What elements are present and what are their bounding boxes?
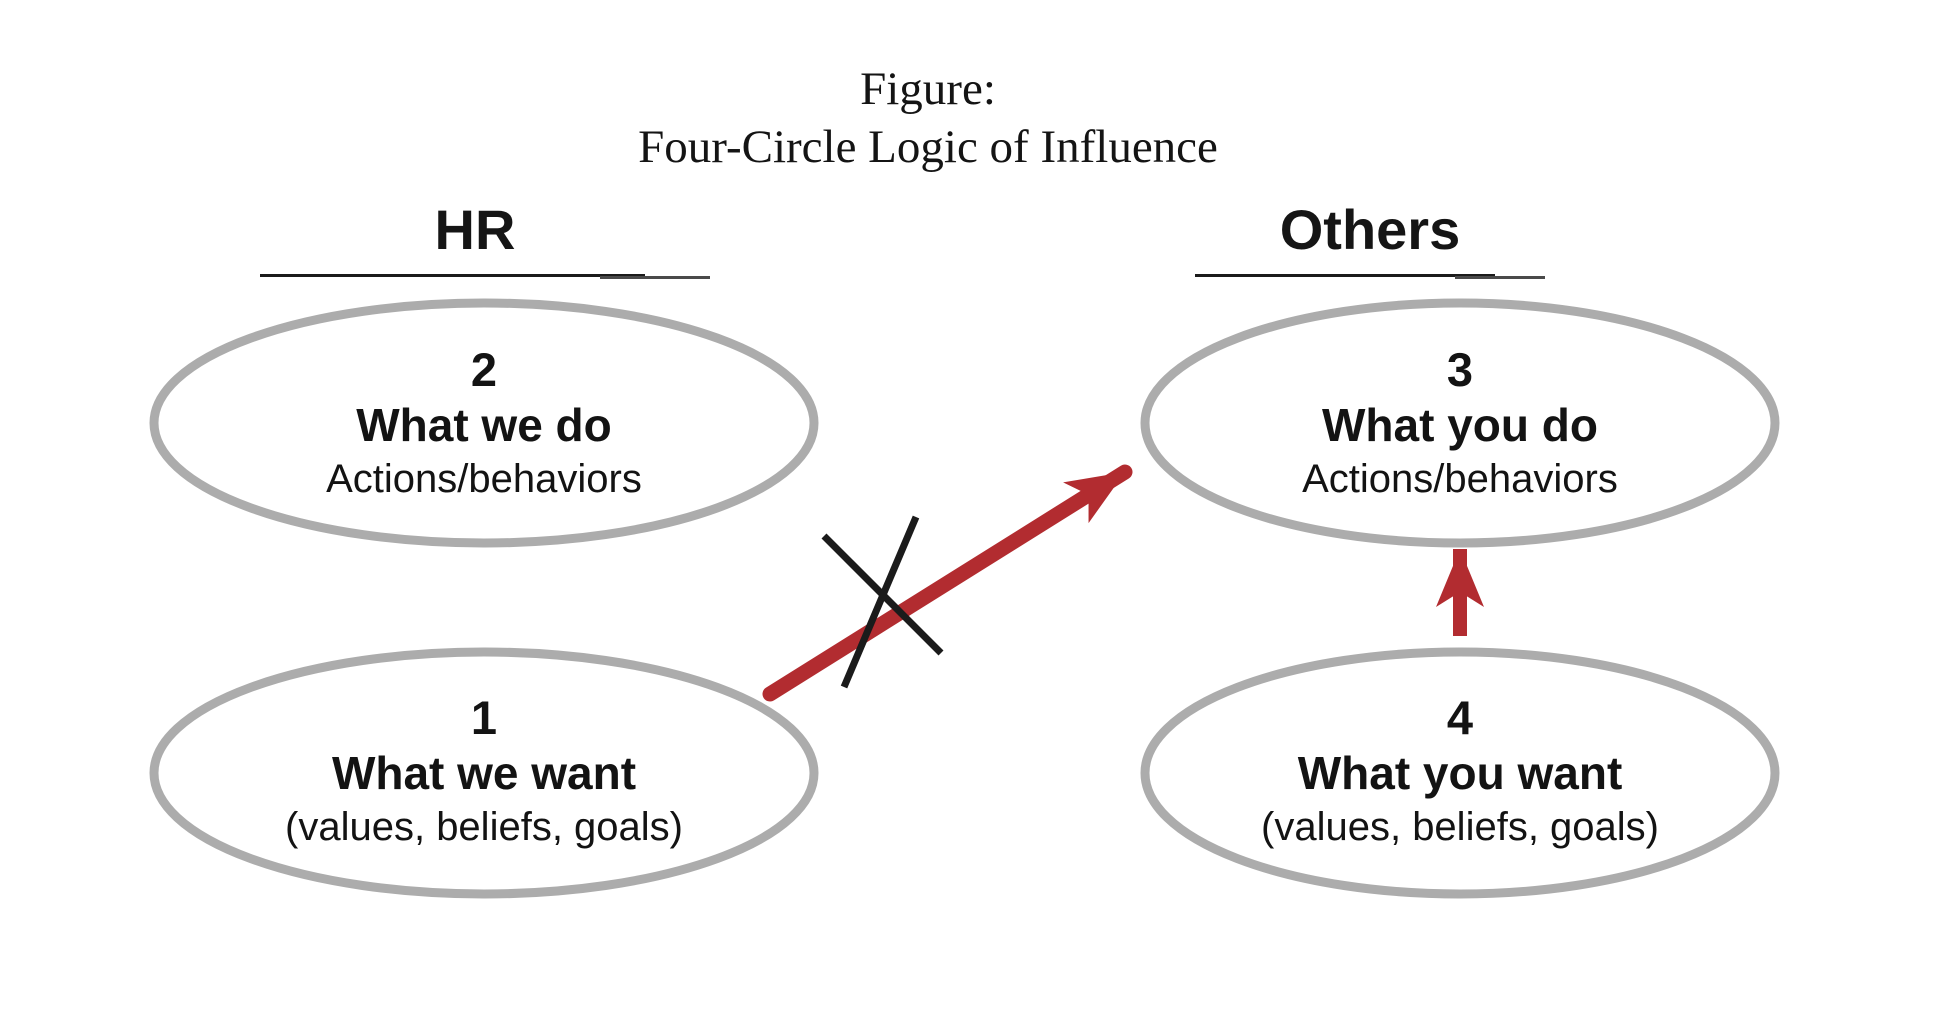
circle-caption: (values, beliefs, goals) (1261, 805, 1659, 849)
circle-title: What you do (1322, 399, 1598, 451)
others-underline-overlap (1455, 276, 1545, 279)
ellipse-what-we-do (149, 298, 819, 548)
circle-4-what-you-want: 4 What you want (values, beliefs, goals) (1130, 692, 1790, 852)
circle-caption: (values, beliefs, goals) (285, 805, 683, 849)
column-header-hr: HR (434, 198, 516, 261)
figure-title: Figure: Four-Circle Logic of Influence (378, 60, 1478, 176)
circle-title: What you want (1297, 747, 1623, 799)
circle-title: What we want (331, 747, 637, 799)
circle-2-what-we-do: 2 What we do Actions/behaviors (154, 344, 814, 504)
arrow-want-to-do-crossed (762, 464, 1133, 702)
circle-number: 4 (1446, 691, 1474, 744)
circle-title: What we do (356, 399, 612, 451)
cross-out-stroke-2 (840, 515, 920, 689)
figure-title-line2: Four-Circle Logic of Influence (638, 121, 1218, 173)
circle-1-what-we-want: 1 What we want (values, beliefs, goals) (154, 692, 814, 852)
circle-number: 2 (470, 343, 498, 396)
circle-caption: Actions/behaviors (1302, 457, 1618, 501)
others-underline (1195, 274, 1495, 277)
ellipse-what-you-do (1140, 298, 1780, 548)
circle-number: 3 (1446, 343, 1474, 396)
hr-underline (260, 274, 645, 277)
circle-caption: Actions/behaviors (326, 457, 642, 501)
circle-3-what-you-do: 3 What you do Actions/behaviors (1130, 344, 1790, 504)
circle-number: 1 (470, 691, 498, 744)
hr-underline-overlap (600, 276, 710, 279)
figure-title-line1: Figure: (860, 63, 996, 115)
ellipse-what-we-want (149, 647, 819, 899)
column-header-others: Others (1279, 198, 1461, 261)
ellipse-what-you-want (1140, 647, 1780, 899)
